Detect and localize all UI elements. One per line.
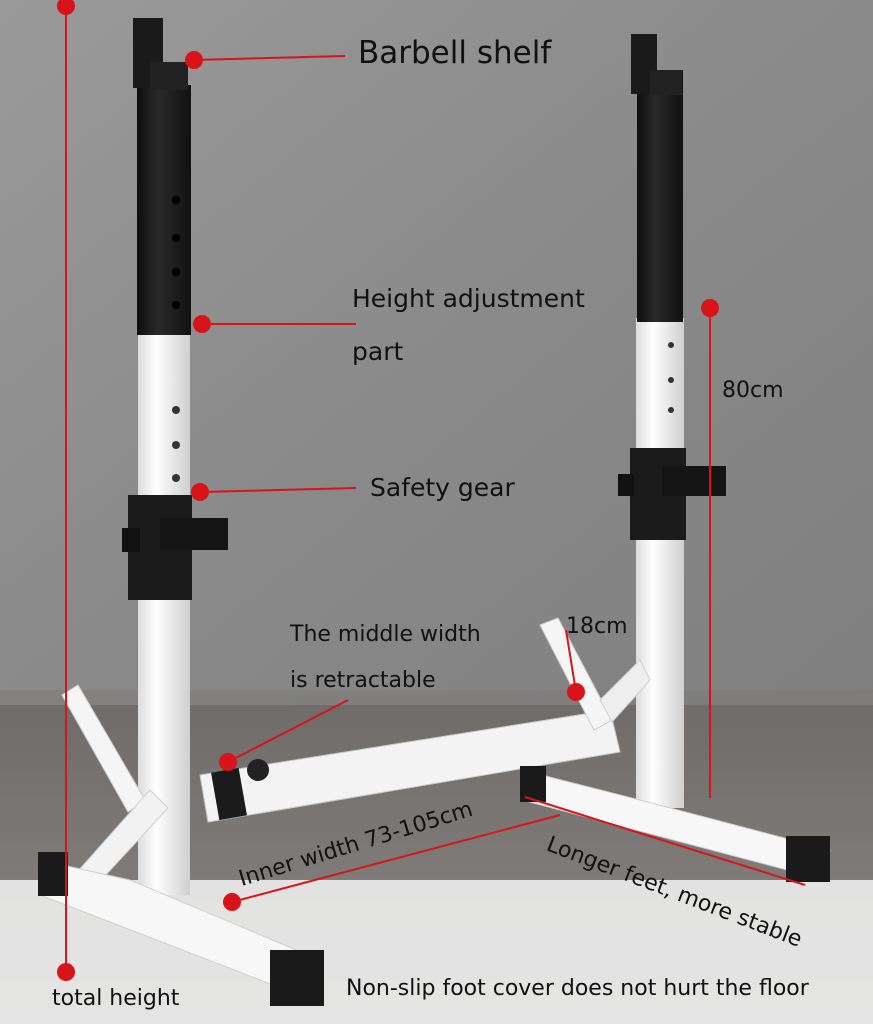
plate-holders — [61, 617, 651, 893]
label-18cm: 18cm — [566, 614, 628, 639]
label-safety-gear: Safety gear — [370, 473, 515, 502]
label-height-adjustment-part: part — [352, 337, 404, 366]
feet — [38, 766, 831, 1006]
label-middle-width-line2: is retractable — [290, 668, 436, 693]
label-non-slip-foot-cover: Non-slip foot cover does not hurt the fl… — [346, 976, 809, 1001]
right-safety-gear — [618, 448, 726, 540]
middle-crossbar — [199, 709, 621, 823]
label-barbell-shelf: Barbell shelf — [358, 35, 552, 71]
left-upright — [133, 18, 191, 895]
left-safety-gear — [122, 495, 228, 600]
label-height-adjustment: Height adjustment — [352, 284, 585, 313]
label-total-height: total height — [52, 986, 180, 1011]
annotation-lines — [57, 0, 806, 981]
label-80cm: 80cm — [722, 378, 784, 403]
right-upright — [631, 34, 684, 808]
label-middle-width-line1: The middle width — [290, 622, 481, 647]
